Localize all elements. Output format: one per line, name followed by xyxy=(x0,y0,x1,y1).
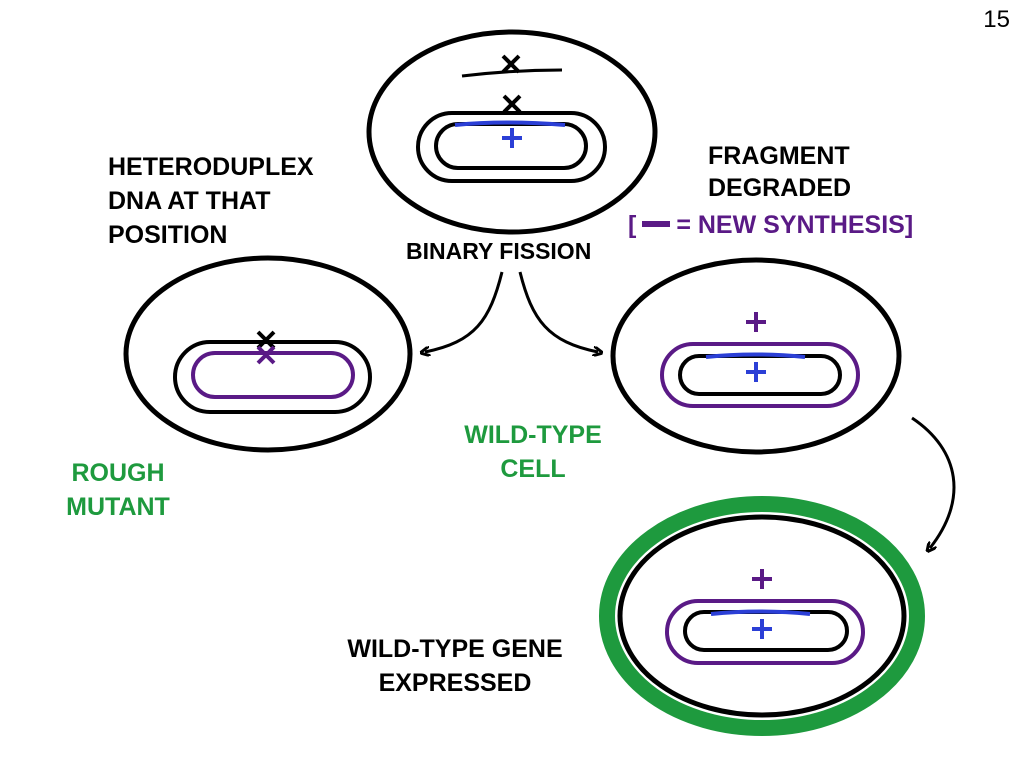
parent-mutant-mark xyxy=(502,94,522,114)
fragment-degraded-line-2: DEGRADED xyxy=(708,174,852,202)
mutant-old-strand-mark xyxy=(256,330,276,350)
rough-mutant-line-2: MUTANT xyxy=(66,493,170,521)
wildtype-old-strand-mark xyxy=(746,362,766,382)
parent-wildtype-mark xyxy=(502,128,522,148)
legend-text: = NEW SYNTHESIS] xyxy=(676,211,914,239)
wild-type-cell-line-2: CELL xyxy=(500,455,566,483)
fission-arrow-left xyxy=(425,271,504,352)
wild-type-gene-line-1: WILD-TYPE GENE xyxy=(347,635,563,663)
mutant-outer-strand xyxy=(173,340,372,414)
heteroduplex-line-1: HETERODUPLEX xyxy=(108,153,314,181)
rough-mutant-label: ROUGH MUTANT xyxy=(50,456,186,524)
fragment-mutant-mark xyxy=(501,54,521,74)
expressing-new-strand-mark xyxy=(752,569,772,589)
page-number: 15 xyxy=(983,6,1010,33)
mutant-cell-wall xyxy=(123,255,413,453)
wildtype-old-strand xyxy=(678,354,842,396)
heteroduplex-line-3: POSITION xyxy=(108,221,228,249)
mutant-new-strand-mark xyxy=(256,345,276,365)
wildtype-blue-segment xyxy=(705,352,806,359)
fragment-degraded-line-1: FRAGMENT xyxy=(708,142,850,170)
binary-fission-label: BINARY FISSION xyxy=(406,238,592,264)
wildtype-cell-wall xyxy=(610,257,902,455)
wildtype-new-strand-mark xyxy=(746,312,766,332)
expressing-old-strand-mark xyxy=(752,619,772,639)
legend-open-bracket: [ xyxy=(628,211,637,239)
mutant-new-strand xyxy=(191,351,355,399)
smooth-capsule xyxy=(599,496,925,736)
donor-dna-fragment xyxy=(461,68,563,78)
wild-type-gene-label: WILD-TYPE GENE EXPRESSED xyxy=(318,632,592,700)
rough-mutant-line-1: ROUGH xyxy=(71,459,165,487)
parent-cell xyxy=(366,29,658,235)
fission-arrow-right xyxy=(518,271,598,352)
expression-arrow xyxy=(911,416,956,548)
heteroduplex-label: HETERODUPLEX DNA AT THAT POSITION xyxy=(108,150,314,252)
wildtype-daughter-cell xyxy=(610,257,902,455)
wild-type-cell-line-1: WILD-TYPE xyxy=(464,421,602,449)
parent-outer-strand xyxy=(416,111,607,183)
new-synthesis-legend: [ = NEW SYNTHESIS] xyxy=(628,208,913,242)
fragment-degraded-label: FRAGMENT DEGRADED xyxy=(708,140,851,204)
parent-cell-wall xyxy=(366,29,658,235)
legend-purple-swatch xyxy=(642,221,671,228)
expressing-cell-wall xyxy=(617,514,907,718)
mutant-daughter-cell xyxy=(123,255,413,453)
wildtype-new-strand xyxy=(660,342,860,408)
wild-type-gene-line-2: EXPRESSED xyxy=(378,669,532,697)
parent-wildtype-segment xyxy=(454,120,566,127)
expressing-new-strand xyxy=(665,599,865,665)
wild-type-cell-label: WILD-TYPE CELL xyxy=(448,418,618,486)
expressing-blue-segment xyxy=(710,609,811,616)
heteroduplex-line-2: DNA AT THAT xyxy=(108,187,271,215)
expressing-cell xyxy=(599,496,925,736)
